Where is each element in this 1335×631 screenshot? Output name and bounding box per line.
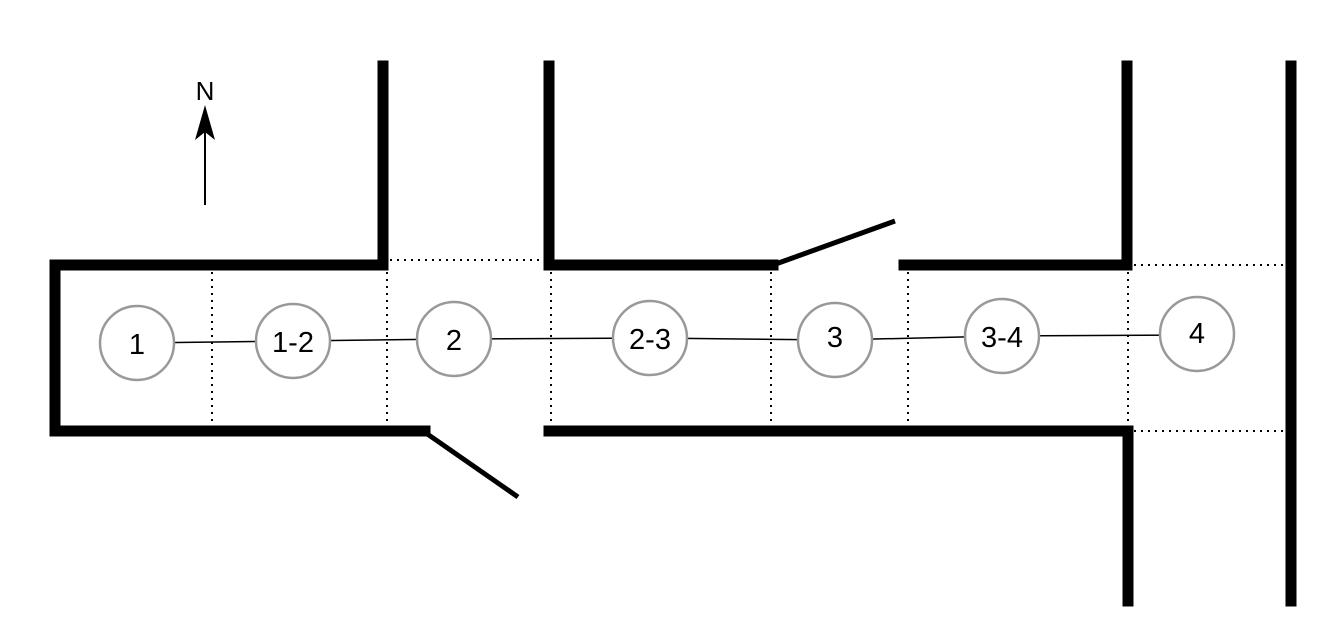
svg-text:1: 1 <box>129 329 145 361</box>
svg-text:1-2: 1-2 <box>272 327 314 359</box>
north-arrow: N <box>195 76 215 205</box>
wall-north-east <box>898 60 1133 271</box>
node-3: 3 <box>796 301 874 379</box>
arrow-head-icon <box>195 105 215 140</box>
node-4: 4 <box>1158 295 1236 373</box>
north-label: N <box>196 76 215 106</box>
wall-left-room <box>49 60 431 437</box>
svg-text:4: 4 <box>1189 318 1205 350</box>
wall-north-middle <box>543 60 779 271</box>
zone-boundaries <box>211 259 1285 432</box>
door-north <box>772 218 896 268</box>
svg-text:2: 2 <box>446 325 462 357</box>
svg-text:2-3: 2-3 <box>629 324 671 356</box>
svg-text:3: 3 <box>827 322 843 354</box>
door-south-west <box>421 428 520 500</box>
node-2: 2 <box>415 300 493 378</box>
node-2-3: 2-3 <box>611 299 689 377</box>
node-3-4: 3-4 <box>963 297 1041 375</box>
svg-text:3-4: 3-4 <box>981 322 1023 354</box>
walls <box>49 60 1297 607</box>
node-1: 1 <box>98 304 176 382</box>
nodes: 1 1-2 2 2-3 3 3-4 4 <box>98 295 1236 382</box>
wall-south <box>543 425 1134 607</box>
node-1-2: 1-2 <box>254 302 332 380</box>
